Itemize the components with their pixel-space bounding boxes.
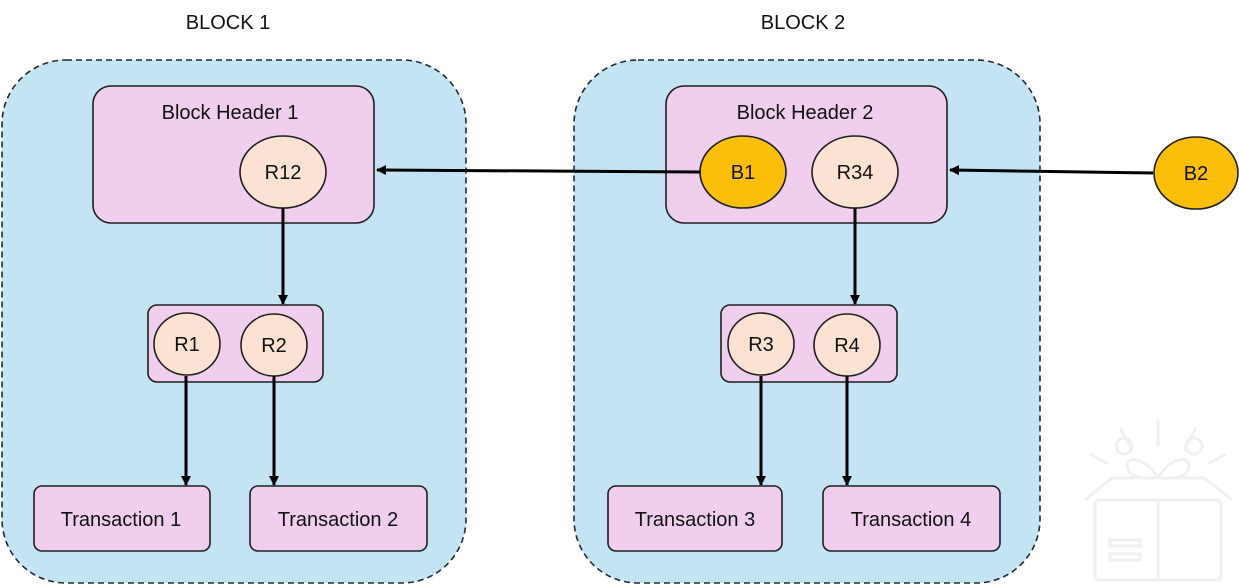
transaction-label: Transaction 4 bbox=[851, 509, 971, 531]
gift-box-icon bbox=[1084, 420, 1233, 582]
hash-node-label: R3 bbox=[748, 334, 774, 356]
prev-hash-label: B1 bbox=[731, 162, 755, 184]
transaction-box bbox=[822, 485, 1001, 552]
hash-node bbox=[727, 312, 795, 376]
transaction-box bbox=[33, 485, 211, 552]
external-hash-label: B2 bbox=[1184, 163, 1208, 185]
prev-hash-link-arrow bbox=[376, 165, 702, 176]
transaction-box bbox=[607, 485, 783, 552]
hash-node-label: R1 bbox=[174, 334, 200, 356]
transaction-label: Transaction 1 bbox=[61, 509, 181, 531]
transaction-label: Transaction 3 bbox=[635, 509, 755, 531]
external-hash-link-arrow bbox=[949, 165, 1154, 176]
hash-node-label: R4 bbox=[834, 335, 860, 357]
external-hash-node bbox=[1153, 136, 1239, 210]
hash-node-label: R2 bbox=[261, 335, 287, 357]
block-title: BLOCK 2 bbox=[761, 12, 845, 34]
block-header-title: Block Header 1 bbox=[162, 102, 299, 124]
block-title: BLOCK 1 bbox=[186, 12, 270, 34]
transaction-label: Transaction 2 bbox=[278, 509, 398, 531]
hash-node-label: R12 bbox=[265, 162, 302, 184]
hash-node bbox=[153, 312, 221, 376]
hash-node-label: R34 bbox=[837, 162, 874, 184]
block-header-title: Block Header 2 bbox=[737, 102, 874, 124]
transaction-box bbox=[249, 485, 428, 552]
